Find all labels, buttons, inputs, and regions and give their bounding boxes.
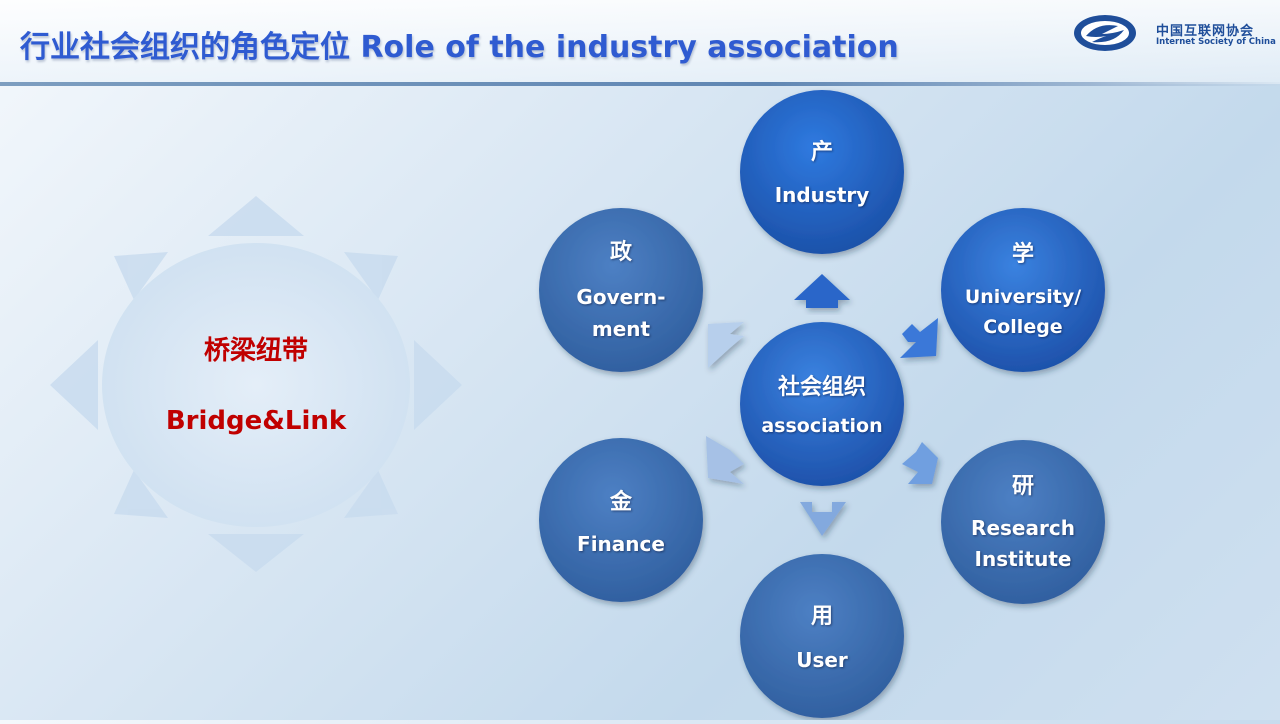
circle-government bbox=[539, 208, 703, 372]
logo-text-cn: 中国互联网协会 bbox=[1156, 24, 1255, 39]
arrow-to-research bbox=[902, 442, 938, 484]
isc-logo: 中国互联网协会 Internet Society of China bbox=[1072, 12, 1276, 56]
circle-finance bbox=[539, 438, 703, 602]
arrow-to-finance bbox=[706, 436, 744, 484]
circle-user bbox=[740, 554, 904, 718]
arrow-to-university bbox=[900, 318, 938, 358]
circle-association bbox=[740, 322, 904, 486]
finance-label-en: Finance bbox=[577, 532, 665, 556]
research-label-en-1: Research bbox=[971, 516, 1075, 540]
isc-logo-icon bbox=[1074, 15, 1136, 51]
finance-label-cn: 金 bbox=[609, 490, 632, 515]
bridge-label-cn: 桥梁纽带 bbox=[203, 336, 308, 366]
university-label-cn: 学 bbox=[1011, 242, 1034, 267]
research-label-en-2: Institute bbox=[974, 547, 1072, 571]
industry-label-cn: 产 bbox=[810, 140, 833, 165]
circle-industry bbox=[740, 90, 904, 254]
bridge-label-en: Bridge&Link bbox=[165, 406, 347, 436]
user-label-cn: 用 bbox=[810, 604, 833, 629]
radial-diagram: 产 Industry 学 University/ College 研 Resea… bbox=[530, 86, 1120, 720]
university-label-en-1: University/ bbox=[964, 286, 1082, 308]
arrow-to-government bbox=[708, 322, 744, 368]
header-band bbox=[0, 0, 1280, 84]
radial-diagram-shapes bbox=[539, 90, 1105, 718]
title-underline bbox=[0, 82, 1280, 86]
arrow-to-industry bbox=[794, 274, 850, 308]
government-label-cn: 政 bbox=[609, 240, 632, 265]
association-label-en: association bbox=[761, 415, 883, 437]
association-label-cn: 社会组织 bbox=[777, 375, 866, 400]
circle-university bbox=[941, 208, 1105, 372]
slide-title: 行业社会组织的角色定位 Role of the industry associa… bbox=[20, 30, 899, 65]
user-label-en: User bbox=[796, 648, 848, 672]
circle-research bbox=[941, 440, 1105, 604]
industry-label-en: Industry bbox=[774, 183, 870, 207]
logo-text-en: Internet Society of China bbox=[1156, 37, 1276, 47]
research-label-cn: 研 bbox=[1011, 474, 1034, 499]
arrow-to-user bbox=[800, 502, 846, 536]
government-label-en-1: Govern- bbox=[576, 285, 666, 309]
government-label-en-2: ment bbox=[591, 317, 651, 341]
sun-shape bbox=[50, 196, 462, 572]
university-label-en-2: College bbox=[983, 316, 1063, 338]
